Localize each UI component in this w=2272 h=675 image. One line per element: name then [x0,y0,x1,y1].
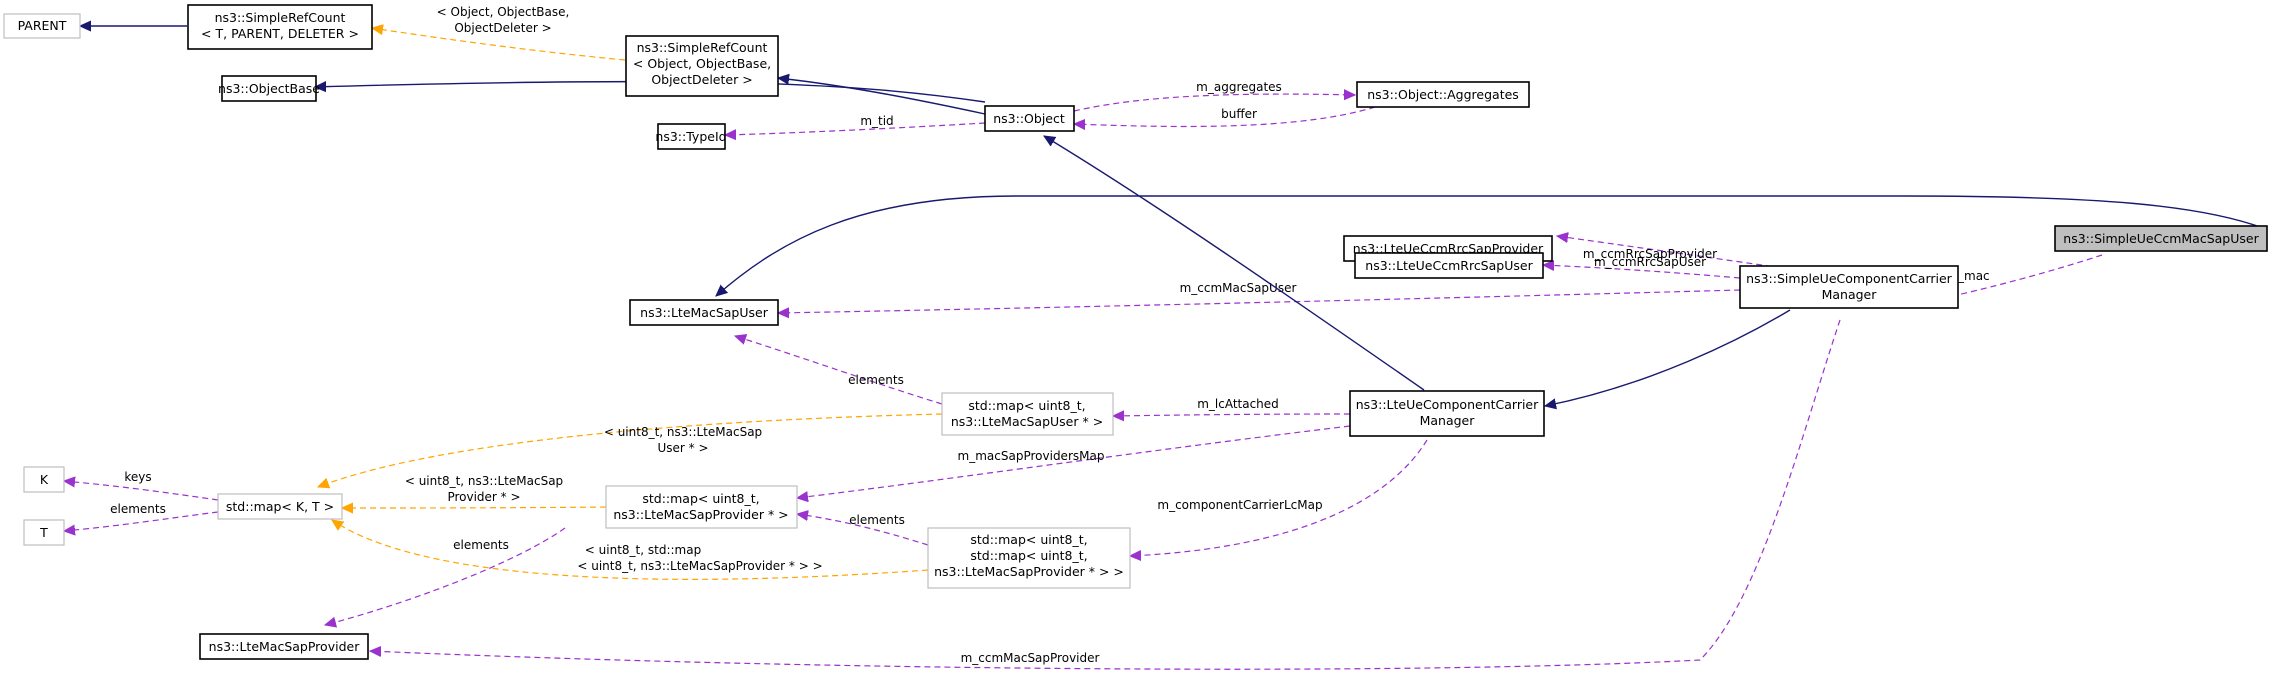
class-node-stdmap-k-t[interactable]: std::map< K, T > [217,493,343,520]
node-label-line: std::map< uint8_t, [968,398,1085,413]
node-label: ns3::ObjectBase [218,81,320,96]
edge-m-componentcarrierlcmap: m_componentCarrierLcMap [1130,439,1428,556]
node-label-line: ns3::LteMacSapProvider * > [613,507,788,522]
node-label: ns3::LteMacSapUser [640,305,769,320]
node-label-line: ns3::LteUeComponentCarrier [1356,397,1539,412]
edge-simplecc-inheritance [1545,309,1791,406]
class-node-map-uint8-ltemacsapprovider[interactable]: std::map< uint8_t, ns3::LteMacSapProvide… [605,485,798,529]
node-label-line: < Object, ObjectBase, [633,56,771,71]
edge-label: elements [848,373,904,387]
edge-label: m_ccmRrcSapUser [1594,255,1706,269]
edge-label: m_lcAttached [1197,397,1279,411]
class-node-typeid[interactable]: ns3::TypeId [655,123,727,150]
edge-label: m_tid [860,114,893,128]
edge-m-ccmmacsapprovider: m_ccmMacSapProvider [370,319,1841,670]
edge-mapprovider-elements: elements [797,513,929,546]
class-node-ltemacsapuser[interactable]: ns3::LteMacSapUser [629,299,779,326]
node-label: ns3::Object::Aggregates [1367,87,1519,102]
edge-m-tid: m_tid [725,114,986,135]
node-label: std::map< K, T > [226,499,334,514]
edge-mapuser-elements: elements [735,336,943,405]
edge-keys: keys [64,470,219,501]
edge-m-lcattached: m_lcAttached [1113,397,1351,416]
node-label: ns3::Object [993,111,1065,126]
node-label-line: ns3::SimpleRefCount [637,40,768,55]
edge-label: keys [124,470,151,484]
edge-t-elements: elements [64,502,219,531]
edge-label-line: < uint8_t, ns3::LteMacSapProvider * > > [577,559,822,573]
node-label-line: ObjectDeleter > [651,72,752,87]
node-label-line: Manager [1420,413,1476,428]
node-label-line: < T, PARENT, DELETER > [201,26,359,41]
class-node-lteuecomponentcarriermanager[interactable]: ns3::LteUeComponentCarrier Manager [1349,390,1545,437]
edge-label: m_macSapProvidersMap [958,449,1105,463]
edge-object-simplerefcount-inheritance [778,78,986,115]
edge-m-ccmmacsapuser: m_ccmMacSapUser [778,281,1741,313]
class-node-k[interactable]: K [23,466,65,493]
node-label-line: ns3::LteMacSapProvider * > > [934,564,1124,579]
edge-label: elements [453,538,509,552]
nodes: PARENT ns3::SimpleRefCount < T, PARENT, … [3,4,2268,660]
edge-label: buffer [1221,107,1257,121]
edge-label-line: < uint8_t, std::map [585,543,701,557]
class-node-object[interactable]: ns3::Object [984,105,1075,132]
node-label-line: ns3::LteMacSapUser * > [951,414,1103,429]
class-node-simpleueccmmacsapuser[interactable]: ns3::SimpleUeCcmMacSapUser [2054,225,2268,252]
edge-nested-template: < uint8_t, std::map < uint8_t, ns3::LteM… [332,520,929,580]
class-node-simplerefcount-template[interactable]: ns3::SimpleRefCount < T, PARENT, DELETER… [187,4,373,50]
node-label: ns3::LteUeCcmRrcSapUser [1365,258,1533,273]
edge-ltecc-object-inheritance [1044,136,1425,391]
node-label: ns3::SimpleUeCcmMacSapUser [2063,231,2259,246]
edge-label-line: < uint8_t, ns3::LteMacSap [405,474,563,488]
edge-buffer: buffer [1074,106,1376,126]
class-node-map-uint8-map-ltemacsapprovider[interactable]: std::map< uint8_t, std::map< uint8_t, ns… [927,527,1131,589]
edge-m-ccmrrcsapprovider: m_ccmRrcSapProvider [1557,236,1783,269]
edge-simplerefcount-template-instance: < Object, ObjectBase, ObjectDeleter > [372,5,626,61]
class-node-lteueccmrrcsapuser[interactable]: ns3::LteUeCcmRrcSapUser [1354,252,1544,279]
class-node-simplerefcount-object[interactable]: ns3::SimpleRefCount < Object, ObjectBase… [625,35,779,97]
edge-m-aggregates: m_aggregates [1073,80,1355,112]
node-label-line: std::map< uint8_t, [642,491,759,506]
class-node-t[interactable]: T [23,519,65,546]
edge-label: elements [110,502,166,516]
edge-label: m_ccmMacSapUser [1180,281,1297,295]
edge-label: m_ccmRrcSapProvider [1583,247,1717,261]
edge-provider-elements: elements [325,527,566,625]
class-node-map-uint8-ltemacsapuser[interactable]: std::map< uint8_t, ns3::LteMacSapUser * … [941,392,1114,436]
node-label-line: std::map< uint8_t, [970,548,1087,563]
class-node-simpleuecomponentcarriermanager[interactable]: ns3::SimpleUeComponentCarrier Manager [1739,265,1959,309]
edge-m-ccmrrcsapuser: m_ccmRrcSapUser [1543,255,1741,279]
node-label: ns3::TypeId [655,129,726,144]
edges: < Object, ObjectBase, ObjectDeleter > m_… [64,5,2264,670]
node-label: K [40,472,49,487]
edge-label-line: < Object, ObjectBase, [437,5,570,19]
node-label-line: ns3::SimpleRefCount [215,10,346,25]
node-label-line: std::map< uint8_t, [970,532,1087,547]
node-label: PARENT [18,18,67,33]
edge-label: m_ccmMacSapProvider [961,651,1100,665]
class-node-objectbase[interactable]: ns3::ObjectBase [218,75,320,102]
edge-label: m_aggregates [1196,80,1282,94]
class-node-object-aggregates[interactable]: ns3::Object::Aggregates [1356,81,1530,108]
node-label: T [39,525,48,540]
edge-m-macsapprovidersmap: m_macSapProvidersMap [797,425,1351,498]
edge-label: m_componentCarrierLcMap [1157,498,1322,512]
edge-label: elements [849,513,905,527]
edge-label-line: ObjectDeleter > [454,21,551,35]
edge-mapprovider-template: < uint8_t, ns3::LteMacSap Provider * > [342,474,607,508]
node-label: ns3::LteMacSapProvider [209,639,361,654]
edge-m-mac: m_mac [1935,254,2103,300]
edge-label-line: User * > [657,441,708,455]
node-label-line: Manager [1822,287,1878,302]
class-node-ltemacsapprovider[interactable]: ns3::LteMacSapProvider [199,633,369,660]
edge-ltemacsapuser-inheritance [716,195,2264,296]
node-label-line: ns3::SimpleUeComponentCarrier [1746,271,1953,286]
edge-mapuser-template: < uint8_t, ns3::LteMacSap User * > [318,413,943,487]
edge-label-line: Provider * > [447,490,520,504]
edge-label-line: < uint8_t, ns3::LteMacSap [604,425,762,439]
class-node-parent[interactable]: PARENT [3,13,81,39]
